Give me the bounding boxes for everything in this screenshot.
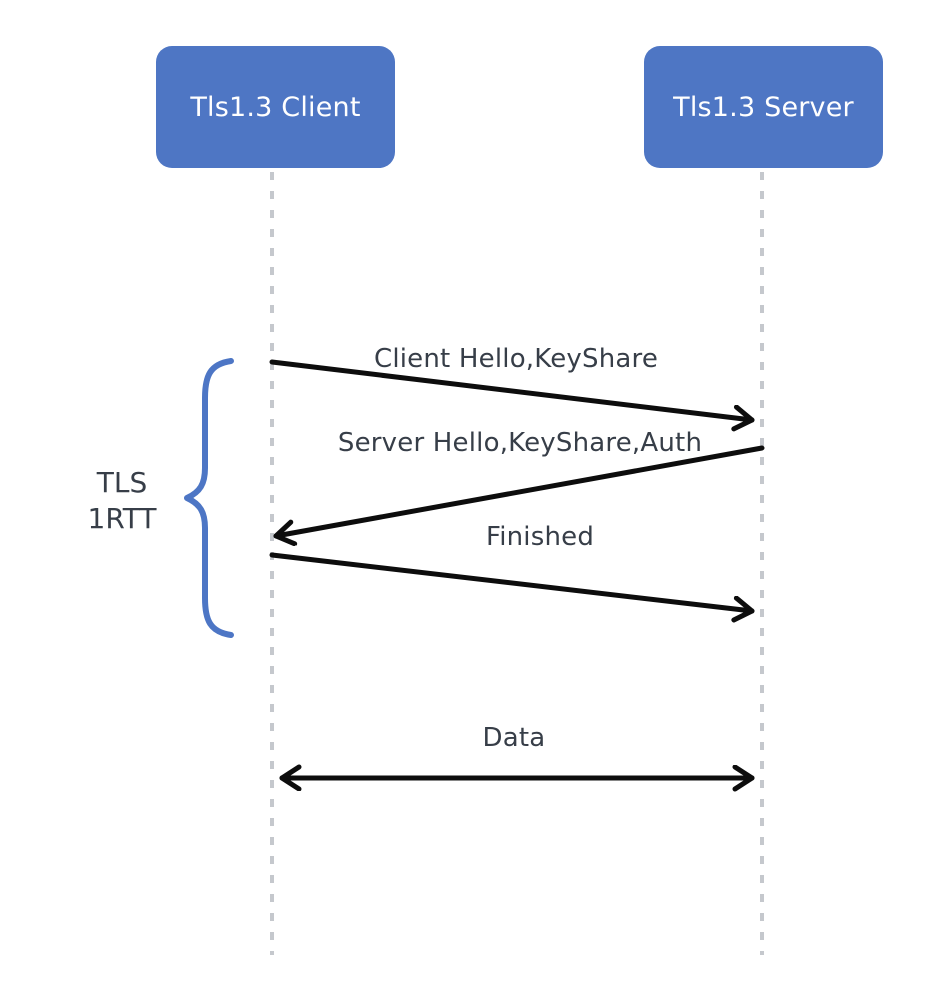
actor-server-box: Tls1.3 Server <box>644 46 883 168</box>
rtt-annotation-line1: TLS <box>96 466 148 499</box>
actor-client-label: Tls1.3 Client <box>190 91 361 123</box>
arrow-client-hello <box>269 359 755 420</box>
message-label-finished: Finished <box>485 522 595 552</box>
rtt-annotation: TLS 1RTT <box>88 465 157 537</box>
arrow-server-hello <box>273 445 765 536</box>
rtt-annotation-line2: 1RTT <box>87 502 157 535</box>
message-label-client-hello: Client Hello,KeyShare <box>373 344 659 374</box>
arrow-finished <box>269 552 755 611</box>
rtt-brace <box>184 358 234 638</box>
actor-client-box: Tls1.3 Client <box>156 46 395 168</box>
actor-server-label: Tls1.3 Server <box>673 91 854 123</box>
message-label-data: Data <box>482 723 546 753</box>
message-label-server-hello: Server Hello,KeyShare,Auth <box>337 428 703 458</box>
